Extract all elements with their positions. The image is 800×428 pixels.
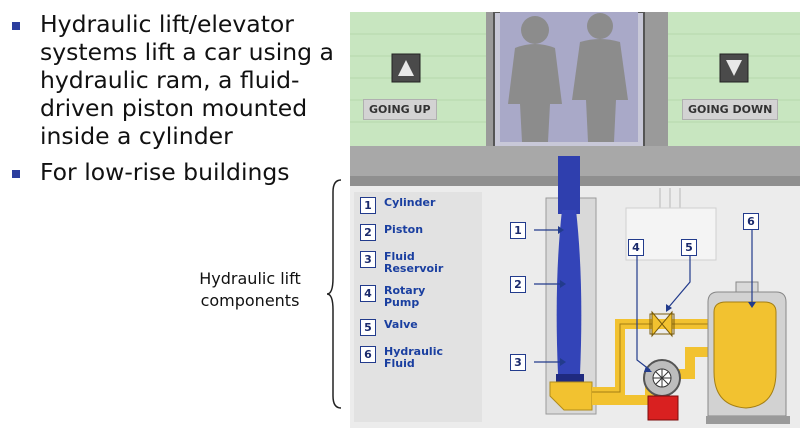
legend-number: 3 bbox=[360, 251, 376, 268]
tank-cap bbox=[735, 281, 759, 293]
up-arrow-icon bbox=[398, 60, 414, 76]
legend-label: Cylinder bbox=[384, 196, 436, 209]
bullet-item: For low-rise buildings bbox=[10, 158, 345, 186]
bullet-item: Hydraulic lift/elevator systems lift a c… bbox=[10, 10, 345, 150]
legend-number: 2 bbox=[360, 224, 376, 241]
callout-fluid: 6 bbox=[743, 213, 759, 230]
legend-number: 4 bbox=[360, 285, 376, 302]
legend-number: 1 bbox=[360, 197, 376, 214]
callout-piston: 2 bbox=[510, 276, 526, 293]
bullet-square-icon bbox=[12, 170, 20, 178]
valve-body bbox=[651, 310, 673, 338]
valve-housing bbox=[649, 313, 675, 335]
curly-brace-icon bbox=[326, 179, 342, 409]
legend-number: 6 bbox=[360, 346, 376, 363]
pump-motor bbox=[647, 395, 679, 421]
cylinder-fluid bbox=[549, 381, 593, 411]
hydraulic-elevator-illustration bbox=[350, 12, 800, 428]
diagram-caption: Hydraulic lift components bbox=[175, 268, 325, 312]
caption-line: components bbox=[200, 291, 300, 310]
going-up-label: GOING UP bbox=[363, 99, 437, 120]
leader-arrowheads bbox=[558, 226, 756, 372]
bullet-square-icon bbox=[12, 22, 20, 30]
conduits bbox=[659, 188, 681, 208]
piston-base bbox=[556, 374, 584, 382]
caption-line: Hydraulic lift bbox=[199, 269, 301, 288]
legend-number: 5 bbox=[360, 319, 376, 336]
legend-item-valve: 5 Valve bbox=[360, 319, 478, 336]
hydraulic-fluid bbox=[713, 301, 777, 409]
up-indicator-box bbox=[391, 53, 421, 83]
down-arrow-icon bbox=[726, 60, 742, 76]
tank-base bbox=[706, 416, 790, 424]
legend-label: Valve bbox=[384, 318, 418, 331]
pump-blades bbox=[653, 369, 671, 387]
callout-reservoir: 3 bbox=[510, 354, 526, 371]
bullet-list: Hydraulic lift/elevator systems lift a c… bbox=[10, 10, 345, 194]
piston bbox=[556, 210, 582, 374]
legend-label: Piston bbox=[384, 223, 424, 236]
legend-item-piston: 2 Piston bbox=[360, 224, 478, 241]
callout-valve: 5 bbox=[681, 239, 697, 256]
going-down-label: GOING DOWN bbox=[682, 99, 779, 120]
callout-cylinder: 1 bbox=[510, 222, 526, 239]
leader-lines bbox=[534, 229, 753, 371]
callout-pump: 4 bbox=[628, 239, 644, 256]
legend-item-cylinder: 1 Cylinder bbox=[360, 197, 478, 214]
piston-rod bbox=[558, 156, 580, 214]
passenger-silhouettes bbox=[508, 13, 628, 142]
